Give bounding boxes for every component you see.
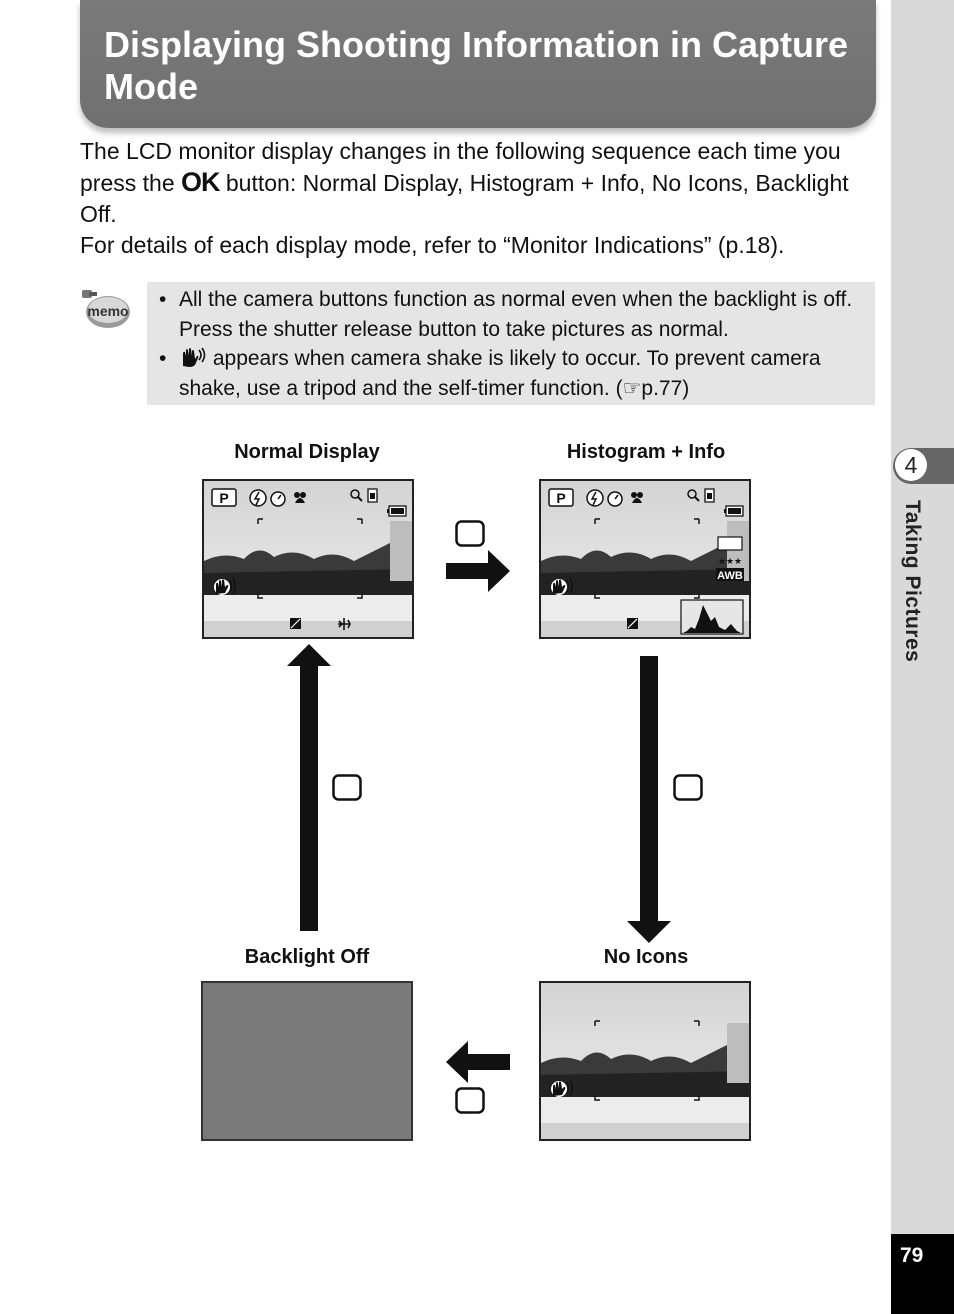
intro-text: The LCD monitor display changes in the f… [80, 136, 880, 261]
exposure-compensation-icon [290, 618, 301, 629]
arrow-right-icon [446, 550, 510, 592]
memo-box: • All the camera buttons function as nor… [147, 282, 875, 405]
screen-no-icons [539, 981, 751, 1141]
camera-shake-icon [179, 346, 207, 368]
mode-label-normal-display: Normal Display [177, 441, 437, 464]
bullet: • [159, 285, 166, 315]
macro-icon [294, 492, 306, 503]
memo-item: • All the camera buttons function as nor… [159, 285, 869, 344]
memory-card-icon [705, 489, 714, 502]
page-title: Displaying Shooting Information in Captu… [104, 24, 864, 108]
title-banner: Displaying Shooting Information in Captu… [80, 0, 876, 128]
mode-label-backlight-off: Backlight Off [177, 946, 437, 969]
program-mode-icon: P [219, 490, 228, 506]
camera-shake-icon [214, 578, 235, 595]
self-timer-icon [608, 492, 622, 506]
camera-shake-icon [551, 578, 572, 595]
image-size-icon [718, 537, 742, 550]
chapter-number: 4 [895, 449, 927, 481]
zoom-icon [688, 490, 699, 501]
ok-button-icon [673, 774, 703, 801]
zoom-icon [351, 490, 362, 501]
screen-overlay: P [204, 481, 412, 637]
screen-overlay: P ★★★ AWB [541, 481, 749, 637]
self-timer-icon [271, 492, 285, 506]
macro-icon [631, 492, 643, 503]
arrow-left-icon [446, 1041, 510, 1083]
histogram-icon [681, 600, 743, 634]
memo-list: • All the camera buttons function as nor… [159, 285, 869, 403]
screen-histogram-info: P ★★★ AWB [539, 479, 751, 639]
memory-card-icon [368, 489, 377, 502]
page-number: 79 [891, 1234, 954, 1314]
chapter-title: Taking Pictures [894, 500, 924, 700]
camera-shake-icon [551, 1080, 572, 1097]
memo-icon-label: memo [87, 303, 128, 319]
exposure-compensation-icon [627, 618, 638, 629]
ok-button-label: OK [181, 167, 220, 197]
screen-backlight-off [201, 981, 413, 1141]
ok-button-icon [455, 520, 485, 547]
ok-button-icon [332, 774, 362, 801]
memo-item: • appears when camera shake is likely to… [159, 344, 869, 403]
memo-item-text: All the camera buttons function as norma… [179, 288, 852, 341]
screen-overlay [541, 983, 749, 1139]
screen-normal-display: P [202, 479, 414, 639]
intro-paragraph-2: For details of each display mode, refer … [80, 230, 880, 261]
airplane-icon [338, 618, 350, 630]
intro-paragraph-1: The LCD monitor display changes in the f… [80, 136, 880, 230]
memo-icon: memo [80, 286, 132, 332]
quality-stars-icon: ★★★ [718, 557, 742, 567]
program-mode-icon: P [556, 490, 565, 506]
arrow-up-icon [287, 644, 331, 931]
flash-off-icon [587, 490, 603, 506]
mode-label-no-icons: No Icons [516, 946, 776, 969]
battery-icon [387, 506, 406, 516]
ok-button-icon [455, 1087, 485, 1114]
arrow-down-icon [627, 656, 671, 943]
bullet: • [159, 344, 166, 374]
flash-off-icon [250, 490, 266, 506]
awb-icon: AWB [717, 570, 743, 582]
memo-item-text: appears when camera shake is likely to o… [179, 347, 821, 400]
battery-icon [724, 506, 743, 516]
mode-label-histogram-info: Histogram + Info [516, 441, 776, 464]
